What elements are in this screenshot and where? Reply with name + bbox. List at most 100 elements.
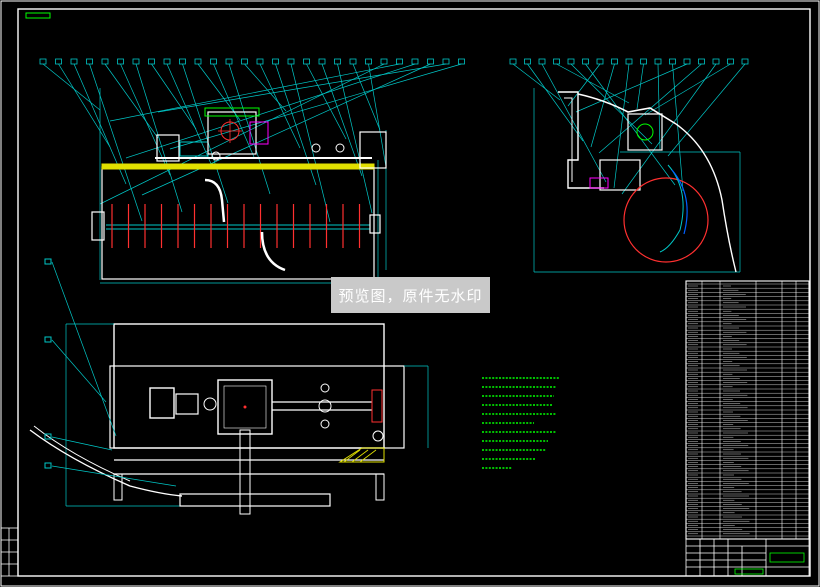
leader-line [575, 63, 688, 113]
leader-line [109, 63, 400, 122]
balloon [194, 58, 202, 65]
balloon [272, 58, 279, 65]
leader-line [169, 63, 462, 150]
balloon [442, 58, 450, 65]
balloon [303, 58, 310, 65]
leader-line [135, 63, 183, 213]
top-view [29, 258, 429, 515]
leader-line [337, 63, 373, 214]
leader-line [182, 63, 229, 204]
leader-line [99, 63, 385, 205]
balloon [148, 58, 155, 65]
drawing-code-box [25, 12, 51, 19]
leader-line [621, 63, 717, 195]
balloon [225, 58, 233, 65]
balloon [396, 58, 403, 65]
balloon [241, 58, 248, 65]
leader-line [512, 63, 561, 101]
balloon [334, 58, 341, 65]
balloon [712, 58, 720, 65]
balloon [654, 58, 662, 65]
leader-line [527, 63, 584, 142]
balloon [39, 58, 47, 65]
rotor-blades [111, 204, 361, 248]
balloon [427, 58, 434, 65]
front-view-leaders [42, 63, 462, 223]
preview-watermark: 预览图，原件无水印 [331, 277, 490, 313]
leader-line [556, 63, 630, 104]
balloon [380, 58, 388, 65]
balloon [163, 58, 171, 65]
leader-line [352, 63, 381, 131]
balloon [132, 58, 140, 65]
inner-frame [17, 8, 811, 577]
balloon [287, 58, 295, 65]
leader-line [667, 63, 746, 157]
balloon [86, 58, 93, 65]
balloon [582, 58, 589, 65]
leader-line [306, 63, 347, 140]
leader-line [567, 63, 601, 107]
balloon [179, 58, 186, 65]
balloon [727, 58, 734, 65]
balloon [411, 58, 419, 65]
leader-line [613, 63, 630, 189]
balloon [698, 58, 705, 65]
balloon [318, 58, 326, 65]
leader-line [585, 63, 676, 186]
leader-line [644, 63, 731, 116]
leader-line [590, 63, 615, 148]
leader-line [58, 63, 111, 148]
leader-line [89, 63, 143, 222]
balloon [55, 58, 62, 65]
leader-line [636, 63, 644, 110]
balloon [365, 58, 372, 65]
balloon [70, 58, 78, 65]
leader-line [197, 63, 241, 121]
leader-line [321, 63, 363, 177]
balloon [349, 58, 357, 65]
leader-line [368, 63, 387, 168]
binding-strip [0, 527, 19, 577]
front-view [39, 58, 465, 286]
balloon [524, 58, 531, 65]
leader-line [213, 63, 255, 158]
leader-line [290, 63, 331, 223]
front-view-balloons [39, 58, 465, 65]
leader-line [244, 63, 287, 112]
balloon [117, 58, 124, 65]
leader-line [672, 63, 684, 192]
balloon [101, 58, 109, 65]
balloon [256, 58, 264, 65]
balloon [741, 58, 749, 65]
leader-line [125, 63, 416, 159]
leader-line [141, 63, 431, 196]
leader-line [120, 63, 171, 176]
balloon [567, 58, 575, 65]
leader-line [166, 63, 213, 167]
balloon [509, 58, 517, 65]
title-block [685, 538, 810, 577]
balloon [683, 58, 691, 65]
balloon [640, 58, 647, 65]
balloon [596, 58, 604, 65]
leader-line [259, 63, 301, 149]
leader-line [541, 63, 607, 183]
balloon [611, 58, 618, 65]
leader-line [104, 63, 159, 139]
leader-line [151, 63, 197, 130]
technical-notes [482, 377, 560, 469]
balloon [553, 58, 560, 65]
balloon [538, 58, 546, 65]
side-view-leaders [512, 63, 746, 195]
balloon [210, 58, 217, 65]
balloon [625, 58, 633, 65]
parts-list-table [685, 280, 810, 540]
side-view [509, 58, 749, 273]
side-view-balloons [509, 58, 749, 65]
leader-line [157, 63, 447, 113]
balloon [458, 58, 465, 65]
balloon [669, 58, 676, 65]
